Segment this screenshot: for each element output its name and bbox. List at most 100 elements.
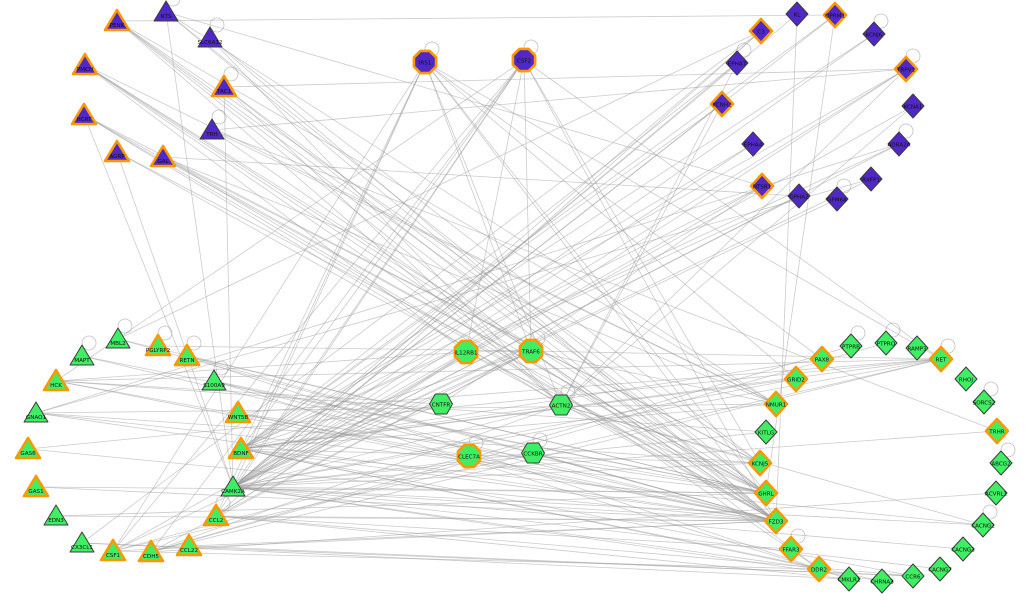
edge xyxy=(215,61,426,517)
edge xyxy=(165,11,234,488)
self-loop-edge xyxy=(117,318,133,334)
node-TAC1[interactable]: TAC1 xyxy=(210,74,238,98)
node-PMCH[interactable]: PMCH xyxy=(71,52,99,76)
node-SLC6A12[interactable]: SLC6A12 xyxy=(197,26,223,48)
edge xyxy=(215,30,762,517)
node-ADRA2A[interactable]: ADRA2A xyxy=(887,131,911,157)
edge xyxy=(560,105,914,406)
node-HCK[interactable]: HCK xyxy=(42,368,70,392)
node-KCNJ5[interactable]: KCNJ5 xyxy=(747,449,773,477)
node-IRS1[interactable]: IRS1 xyxy=(412,49,438,75)
node-RETN[interactable]: RETN xyxy=(173,343,201,367)
node-OPRM1[interactable]: OPRM1 xyxy=(822,1,848,29)
node-PGLYRP2[interactable]: PGLYRP2 xyxy=(144,333,172,357)
edge xyxy=(232,431,767,488)
node-PENK[interactable]: PENK xyxy=(103,8,131,32)
node-KCNH2[interactable]: KCNH2 xyxy=(709,90,735,118)
node-EDN3[interactable]: EDN3 xyxy=(43,504,69,526)
edge xyxy=(532,452,767,494)
node-TRAF6[interactable]: TRAF6 xyxy=(518,338,544,364)
node-RHOJ[interactable]: RHOJ xyxy=(954,366,978,392)
edge xyxy=(116,151,234,488)
node-CMKLR1[interactable]: CMKLR1 xyxy=(837,566,861,592)
diamond-node-shape xyxy=(785,1,809,27)
node-CACNG2[interactable]: CACNG2 xyxy=(971,512,995,538)
edge xyxy=(240,14,836,450)
node-CSF1[interactable]: CSF1 xyxy=(99,538,127,562)
node-HCRT[interactable]: HCRT xyxy=(70,102,98,126)
edge xyxy=(165,11,763,187)
edge xyxy=(232,13,798,488)
self-loop-edge xyxy=(898,123,914,139)
diamond-node-shape xyxy=(859,166,883,192)
edge xyxy=(223,86,234,488)
node-PTPRO[interactable]: PTPRO xyxy=(874,330,898,356)
node-MBL2[interactable]: MBL2 xyxy=(105,327,131,349)
edge xyxy=(232,486,964,550)
diamond-node-shape xyxy=(725,50,749,76)
self-loop-edge xyxy=(211,109,227,125)
edge xyxy=(55,59,525,382)
node-KCNJ6[interactable]: KCNJ6 xyxy=(862,21,886,47)
node-GPHA2[interactable]: GPHA2 xyxy=(787,183,811,209)
edge xyxy=(560,404,761,464)
node-KL[interactable]: KL xyxy=(785,1,809,27)
self-loop-edge xyxy=(213,360,229,376)
node-CACNG3[interactable]: CACNG3 xyxy=(951,536,975,562)
edge xyxy=(35,178,872,414)
triangle-node-shape xyxy=(199,118,225,140)
diamond-node-shape xyxy=(753,479,779,507)
node-RXFP1[interactable]: RXFP1 xyxy=(859,166,883,192)
node-CNTFR[interactable]: CNTFR xyxy=(429,393,453,415)
node-ABCG2[interactable]: ABCG2 xyxy=(989,450,1013,476)
node-C3[interactable]: C3 xyxy=(748,17,774,45)
edge xyxy=(232,452,534,488)
edge xyxy=(424,61,532,352)
edge xyxy=(213,380,850,580)
node-FFAR3[interactable]: FFAR3 xyxy=(778,535,804,563)
edge xyxy=(465,59,525,353)
triangle-node-shape xyxy=(105,327,131,349)
node-TRPV1[interactable]: TRPV1 xyxy=(893,55,919,83)
node-IL12RB1[interactable]: IL12RB1 xyxy=(453,339,479,365)
node-SORCS2[interactable]: SORCS2 xyxy=(972,389,996,415)
self-loop-edge xyxy=(736,42,752,58)
self-loop-edge xyxy=(873,13,889,29)
edge xyxy=(162,156,800,197)
node-RAMP3[interactable]: RAMP3 xyxy=(905,335,929,361)
triangle-node-shape xyxy=(173,343,201,367)
edge xyxy=(765,14,836,494)
node-CSF2[interactable]: CSF2 xyxy=(511,47,537,73)
self-loop-edge xyxy=(157,325,173,341)
triangle-node-shape xyxy=(14,436,42,460)
edge xyxy=(530,350,942,360)
node-RET[interactable]: RET xyxy=(928,345,954,373)
node-FZD3[interactable]: FZD3 xyxy=(763,507,789,535)
node-MAPT[interactable]: MAPT xyxy=(69,344,95,366)
self-loop-edge xyxy=(186,335,202,351)
edge xyxy=(523,59,777,522)
edge xyxy=(116,20,532,352)
node-NTS[interactable]: NTS xyxy=(153,0,179,22)
edge xyxy=(165,11,767,494)
edge xyxy=(112,61,426,552)
node-PTPRB[interactable]: PTPRB xyxy=(839,333,863,359)
edge xyxy=(560,62,738,406)
node-CLEC7A[interactable]: CLEC7A xyxy=(456,443,482,469)
triangle-node-shape xyxy=(137,539,165,563)
edge xyxy=(35,486,767,494)
node-GAS1[interactable]: GAS1 xyxy=(22,474,50,498)
node-GNAO1[interactable]: GNAO1 xyxy=(23,401,49,423)
node-KCNA1[interactable]: KCNA1 xyxy=(901,93,925,119)
edge xyxy=(424,61,767,494)
edge xyxy=(213,380,777,522)
node-CACNG7[interactable]: CACNG7 xyxy=(928,556,952,582)
node-AGRP[interactable]: AGRP xyxy=(103,139,131,163)
node-TRHR[interactable]: TRHR xyxy=(984,417,1010,445)
diamond-node-shape xyxy=(901,93,925,119)
node-GHRL[interactable]: GHRL xyxy=(753,479,779,507)
node-ACVRL1[interactable]: ACVRL1 xyxy=(984,480,1008,506)
edges-layer xyxy=(27,11,998,582)
node-CCR6[interactable]: CCR6 xyxy=(901,563,925,589)
node-CX3CL1[interactable]: CX3CL1 xyxy=(69,531,95,553)
